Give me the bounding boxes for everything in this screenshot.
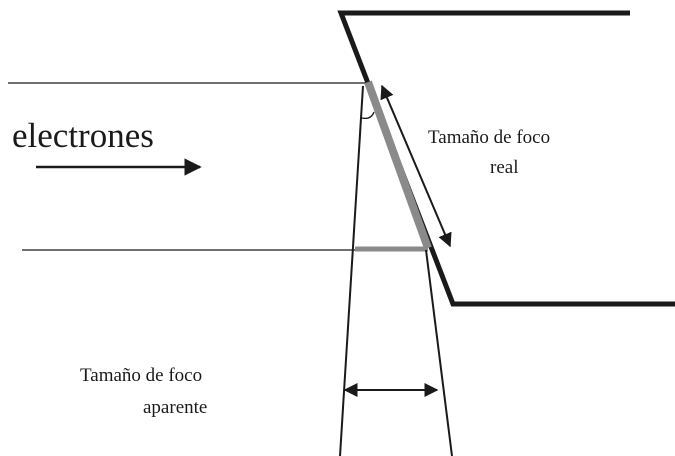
real-size-arrow (380, 84, 452, 248)
real-focal-track (364, 80, 432, 250)
projection-ray-right (425, 249, 453, 456)
real-focal-size-label-line2: real (490, 157, 519, 178)
angle-mark (361, 111, 375, 120)
apparent-focal-size-label-line2: aparente (143, 397, 208, 418)
electrons-label: electrones (12, 116, 154, 155)
real-focal-size-label-line1: Tamaño de foco (428, 127, 551, 148)
apparent-focal-size-label-line1: Tamaño de foco (80, 365, 203, 386)
projection-ray-left (339, 85, 364, 456)
